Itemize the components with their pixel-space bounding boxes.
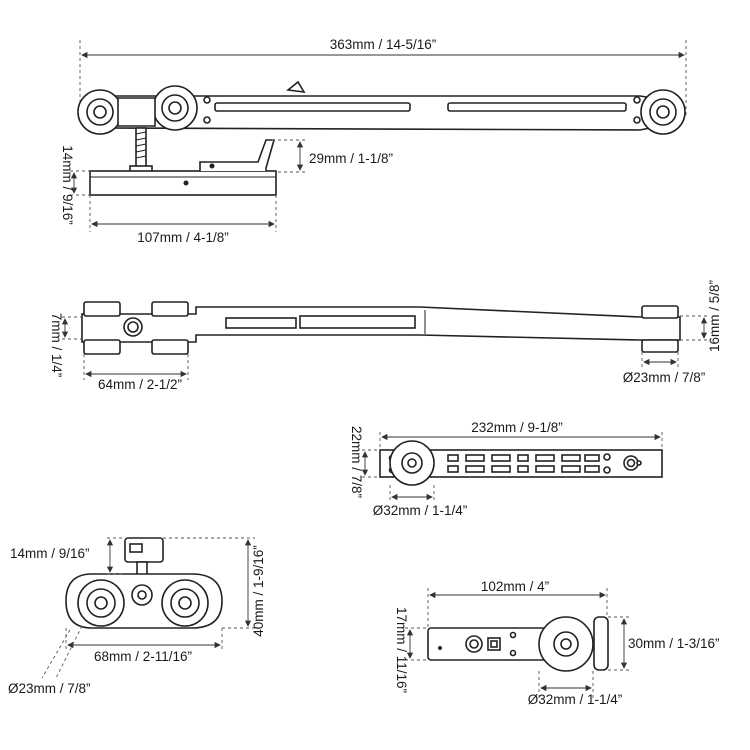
base-height-label: 14mm / 9/16” bbox=[60, 145, 75, 225]
arm-slot bbox=[214, 102, 411, 112]
height-label: 29mm / 1-1/8” bbox=[309, 151, 393, 166]
top-wheel-diameter-label: Ø23mm / 7/8” bbox=[623, 370, 706, 385]
arm-tab bbox=[286, 80, 306, 93]
arm-slots bbox=[447, 454, 600, 473]
unit-length-label: 102mm / 4” bbox=[481, 579, 549, 594]
thickness-label: 7mm / 1/4” bbox=[49, 313, 64, 378]
base-length-label: 107mm / 4-1/8” bbox=[137, 230, 229, 245]
arm-height-label: 22mm / 7/8” bbox=[349, 426, 364, 498]
arm-wheel bbox=[389, 440, 435, 486]
wheel bbox=[152, 85, 198, 131]
carriage-width-label: 68mm / 2-11/16” bbox=[94, 649, 192, 664]
unit-wheel-height-label: 30mm / 1-3/16” bbox=[628, 636, 720, 651]
wheel-top bbox=[151, 339, 189, 355]
wheel-top bbox=[641, 305, 679, 319]
wheel-top bbox=[641, 339, 679, 353]
unit-wheel-edge bbox=[593, 616, 609, 671]
arm-slot bbox=[447, 102, 627, 112]
arm-wheel-diameter-label: Ø32mm / 1-1/4” bbox=[373, 503, 468, 518]
bracket-height-label: 14mm / 9/16” bbox=[10, 546, 90, 561]
overall-length-label: 363mm / 14-5/16” bbox=[330, 37, 437, 52]
wheel-span-label: 64mm / 2-1/2” bbox=[98, 377, 182, 392]
base-plate bbox=[89, 170, 277, 196]
carriage-view: 14mm / 9/16” 40mm / 1-9/16” 68mm / 2-11/… bbox=[8, 537, 266, 696]
side-view: 363mm / 14-5/16” 29mm / 1 bbox=[60, 37, 687, 245]
arm-view: 232mm / 9-1/8” 22mm / 7/8” Ø32mm / 1-1/4… bbox=[349, 420, 663, 518]
wheel bbox=[77, 89, 123, 135]
unit-wheel-diameter-label: Ø32mm / 1-1/4” bbox=[528, 692, 623, 707]
unit-height-label: 17mm / 11/16” bbox=[394, 607, 409, 693]
bracket bbox=[199, 139, 276, 171]
wheel bbox=[640, 89, 686, 135]
total-height-label: 40mm / 1-9/16” bbox=[251, 545, 266, 637]
wheel-top bbox=[83, 301, 121, 317]
carriage-wheel-diameter-label: Ø23mm / 7/8” bbox=[8, 681, 91, 696]
unit-wheel bbox=[538, 616, 594, 672]
arm-length-label: 232mm / 9-1/8” bbox=[471, 420, 563, 435]
slider-rail bbox=[299, 315, 416, 329]
small-unit-view: 102mm / 4” 17mm / 11/16” 30mm / 1-3/16” … bbox=[394, 579, 720, 707]
end-width-label: 16mm / 5/8” bbox=[707, 280, 722, 352]
top-view: 7mm / 1/4” 16mm / 5/8” 64mm / 2-1/2” Ø23… bbox=[49, 280, 722, 392]
slider bbox=[225, 317, 297, 329]
wheel-bridge bbox=[117, 97, 156, 127]
wheel-top bbox=[83, 339, 121, 355]
wheel-top bbox=[151, 301, 189, 317]
